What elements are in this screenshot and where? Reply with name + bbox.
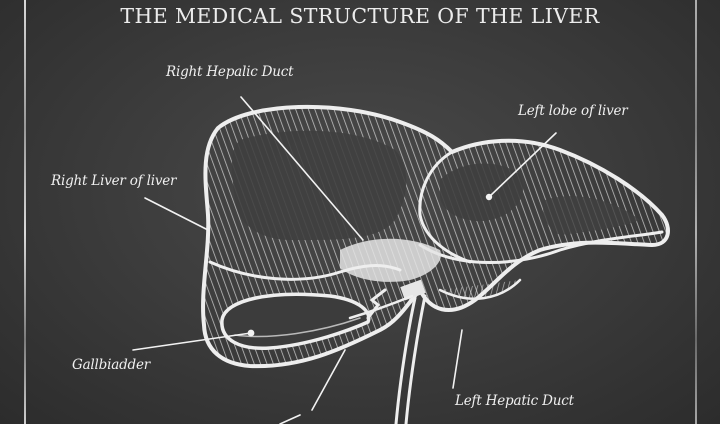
label-left-hepatic-duct: Left Hepatic Duct: [455, 393, 574, 409]
label-gallbladder: Gallbiadder: [72, 357, 151, 373]
leader-bottom: [279, 414, 301, 424]
leader-right-liver: [144, 197, 209, 231]
frame-border-left: [24, 0, 26, 424]
leader-lines: [132, 96, 557, 424]
leader-left-lobe: [488, 132, 557, 198]
label-left-lobe: Left lobe of liver: [518, 103, 628, 119]
diagram-title: THE MEDICAL STRUCTURE OF THE LIVER: [120, 4, 600, 28]
label-right-hepatic-duct: Right Hepalic Duct: [166, 64, 294, 80]
label-right-liver: Right Liver of liver: [51, 173, 177, 189]
leader-left-hepatic-duct: [452, 329, 463, 389]
leader-right-hepatic-duct: [240, 96, 364, 241]
bile-ducts: [348, 279, 427, 424]
leader-gallbladder: [132, 332, 252, 351]
frame-border-right: [695, 0, 697, 424]
